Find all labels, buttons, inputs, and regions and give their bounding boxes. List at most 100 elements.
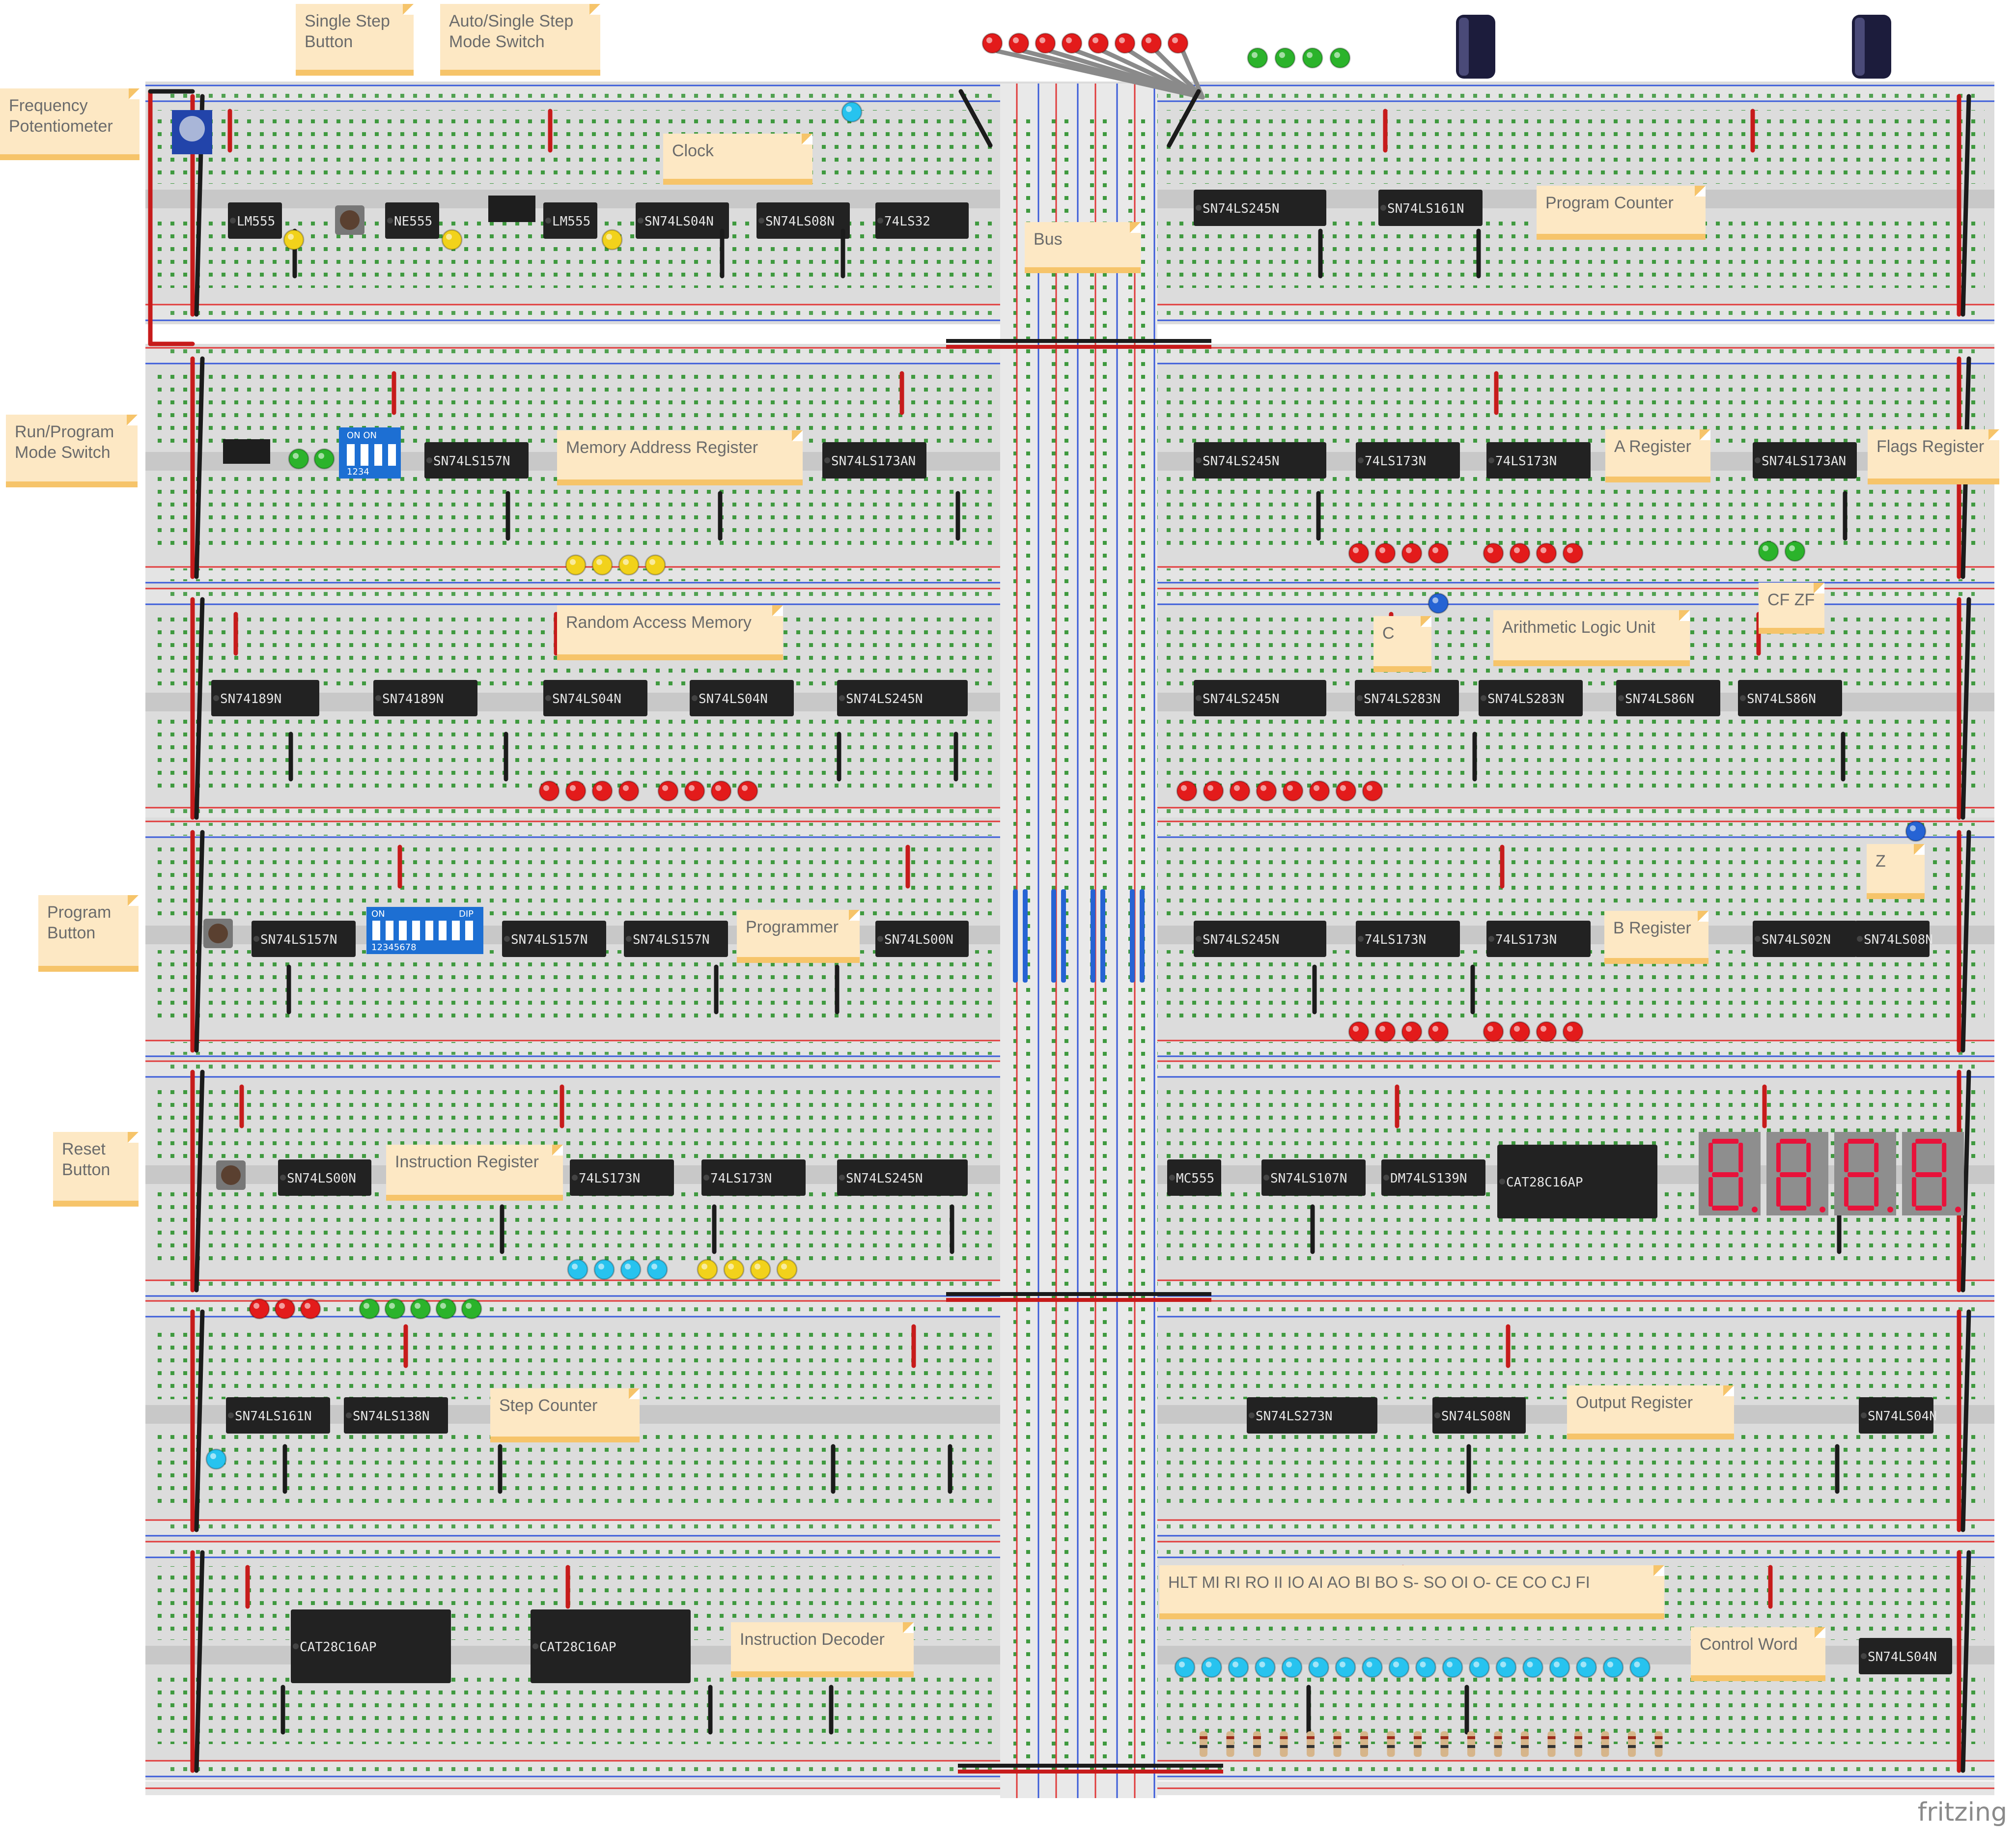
dip-switch-4-numbers: 1234	[347, 467, 369, 477]
ir-led-glare	[755, 1264, 760, 1269]
dip-toggle	[399, 921, 407, 940]
bus-wire	[1061, 889, 1066, 983]
bus-led	[981, 32, 1003, 54]
chip-body	[228, 202, 282, 239]
step-led-glare	[440, 1303, 446, 1309]
chip-notch	[839, 695, 845, 701]
chip-notch	[1740, 695, 1746, 701]
chip-body	[690, 680, 794, 716]
b-register-led	[1428, 1021, 1449, 1043]
chip-notch	[638, 218, 644, 224]
chip-notch	[626, 936, 632, 942]
chip-sn74ls245n: SN74LS245N	[1194, 680, 1326, 716]
control-led-glare	[1634, 1662, 1640, 1667]
chip-sn74ls245n: SN74LS245N	[1194, 442, 1326, 479]
step-led	[249, 1298, 270, 1320]
control-led-glare	[1500, 1662, 1506, 1667]
bus-led-glare	[1013, 37, 1019, 43]
ram-led	[565, 780, 587, 802]
resistor	[1628, 1731, 1636, 1757]
control-led-glare	[1420, 1662, 1426, 1667]
control-led-glare	[1313, 1662, 1319, 1667]
jumper-wire	[1960, 830, 1971, 1053]
label-bus: Bus	[1025, 222, 1141, 273]
control-led-glare	[1473, 1662, 1480, 1667]
dip-toggle	[347, 444, 355, 466]
step-led	[435, 1298, 457, 1320]
ram-led-glare	[596, 785, 602, 791]
resistor-band	[1280, 1745, 1288, 1748]
chip-notch	[1196, 205, 1202, 211]
chip-sn74ls245n: SN74LS245N	[1194, 921, 1326, 957]
chip-notch	[824, 457, 830, 463]
chip-body	[1432, 1397, 1526, 1434]
chip-sn74ls283n: SN74LS283N	[1479, 680, 1583, 716]
chip-label: SN74LS86N	[1625, 692, 1694, 706]
chip-body	[373, 680, 477, 716]
alu-led-glare	[1181, 785, 1187, 791]
resistor-band	[1360, 1736, 1368, 1739]
bus-holes	[1125, 113, 1150, 1778]
label-frequency-potentiometer: Frequency Potentiometer	[0, 88, 140, 160]
segment	[1848, 1172, 1875, 1177]
chip-notch	[877, 936, 883, 942]
ram-led-glare	[715, 785, 721, 791]
label-control-word: Control Word	[1691, 1627, 1825, 1681]
auto-switch	[488, 196, 535, 222]
ir-led-glare	[701, 1264, 707, 1269]
ir-led	[567, 1259, 588, 1280]
resistor	[1547, 1731, 1556, 1757]
mar-led	[565, 554, 587, 576]
a-register-led-glare	[1487, 547, 1493, 553]
chip-notch	[1861, 1653, 1867, 1659]
chip-body	[278, 1159, 371, 1196]
bus-bar	[946, 339, 1211, 343]
control-led-glare	[1340, 1662, 1345, 1667]
chip-sn74189n: SN74189N	[211, 680, 319, 716]
chip-label: SN74LS245N	[1203, 201, 1280, 216]
a-register-led	[1509, 542, 1531, 564]
clock-led	[841, 101, 863, 123]
clock-led-glare	[606, 234, 612, 240]
chip-sn74ls245n: SN74LS245N	[1194, 190, 1326, 226]
segment	[1708, 1177, 1713, 1207]
chip-label: SN74LS157N	[511, 932, 588, 947]
chip-body	[502, 921, 606, 957]
chip-label: SN74LS08N	[765, 214, 835, 229]
chip-notch	[375, 695, 381, 701]
b-register-led	[1536, 1021, 1557, 1043]
segment	[1806, 1177, 1811, 1207]
label-program-button: Program Button	[38, 895, 139, 972]
chip-label: SN74LS04N	[1868, 1650, 1937, 1664]
chip-label: SN74LS273N	[1256, 1409, 1333, 1424]
chip-label: 74LS173N	[710, 1171, 772, 1186]
dip-toggle	[465, 921, 473, 940]
chip-sn74ls157n: SN74LS157N	[252, 921, 356, 957]
chip-label: CAT28C16AP	[1506, 1175, 1583, 1190]
pc-led	[1302, 47, 1323, 69]
a-register-led	[1483, 542, 1504, 564]
mode-switch	[223, 439, 270, 464]
a-register-led-glare	[1514, 547, 1520, 553]
chip-body	[344, 1397, 448, 1434]
jumper-wire	[958, 89, 993, 148]
chip-body	[701, 1159, 806, 1196]
resistor-band	[1307, 1745, 1315, 1748]
chip-notch	[504, 936, 510, 942]
segment	[1915, 1172, 1942, 1177]
mar-led-glare	[649, 559, 655, 565]
label-arithmetic-logic-unit: Arithmetic Logic Unit	[1493, 610, 1690, 666]
chip-label: SN74189N	[220, 692, 281, 706]
bus-area	[946, 84, 1223, 1798]
resistor-band	[1628, 1736, 1636, 1739]
alu-led-glare	[1287, 785, 1293, 791]
control-led-glare	[1527, 1662, 1533, 1667]
a-register-led	[1401, 542, 1423, 564]
resistor-band	[1547, 1736, 1556, 1739]
chip-notch	[1755, 936, 1761, 942]
b-register-led	[1562, 1021, 1584, 1043]
decimal-point	[1887, 1207, 1893, 1212]
chip-74ls173n: 74LS173N	[1486, 921, 1591, 957]
control-led-glare	[1447, 1662, 1453, 1667]
chip-notch	[532, 1643, 538, 1649]
